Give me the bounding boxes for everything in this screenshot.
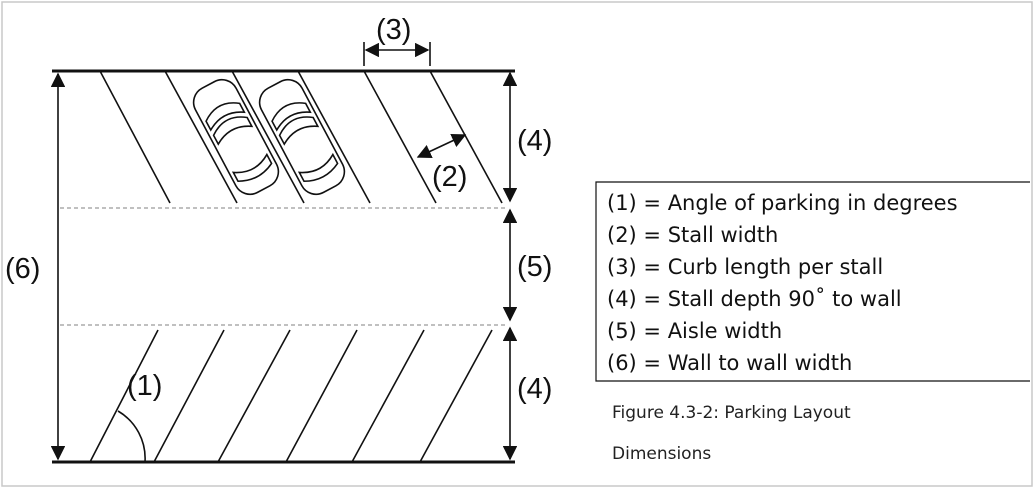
car bbox=[192, 78, 280, 196]
label-curb-length: (3) bbox=[376, 14, 411, 46]
legend-item: (6) = Wall to wall width bbox=[607, 351, 852, 375]
top-stall-line bbox=[164, 70, 238, 204]
figure-caption-line1: Figure 4.3-2: Parking Layout bbox=[612, 403, 851, 423]
legend: (1) = Angle of parking in degrees (2) = … bbox=[607, 191, 958, 375]
bottom-stall-line bbox=[89, 329, 159, 463]
label-aisle: (5) bbox=[517, 251, 552, 283]
stall-width-arrow bbox=[416, 133, 467, 159]
bottom-stall-lines bbox=[89, 329, 493, 463]
legend-item: (5) = Aisle width bbox=[607, 319, 782, 343]
top-stall-line bbox=[231, 70, 305, 204]
bottom-stall-line bbox=[419, 329, 493, 463]
legend-item: (2) = Stall width bbox=[607, 223, 778, 247]
label-angle: (1) bbox=[127, 370, 162, 402]
label-wall-to-wall: (6) bbox=[5, 253, 40, 285]
bottom-stall-line bbox=[153, 329, 225, 463]
top-stall-line bbox=[363, 70, 437, 204]
car bbox=[258, 78, 346, 196]
bottom-stall-line bbox=[217, 329, 291, 463]
label-stall-width: (2) bbox=[432, 161, 467, 193]
bottom-stall-line bbox=[285, 329, 358, 463]
figure-caption-line2: Dimensions bbox=[612, 444, 711, 464]
label-stall-depth-top: (4) bbox=[517, 125, 552, 157]
legend-item: (1) = Angle of parking in degrees bbox=[607, 191, 958, 215]
bottom-stall-line bbox=[351, 329, 425, 463]
top-stall-line bbox=[297, 70, 371, 204]
top-stall-lines bbox=[99, 70, 503, 204]
legend-box bbox=[595, 181, 1030, 382]
legend-item: (4) = Stall depth 90˚ to wall bbox=[607, 287, 902, 311]
label-stall-depth-bottom: (4) bbox=[517, 373, 552, 405]
top-stall-line bbox=[99, 70, 171, 204]
legend-item: (3) = Curb length per stall bbox=[607, 255, 883, 279]
angle-arc bbox=[117, 410, 146, 463]
